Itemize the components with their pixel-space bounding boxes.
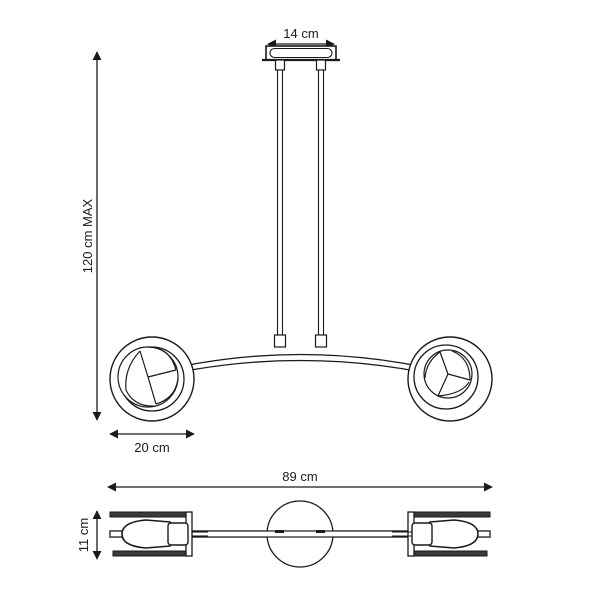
dimension-label-depth: 11 cm (76, 518, 91, 552)
suspension-rod-right (317, 69, 325, 336)
bulb-glass-left (121, 519, 175, 549)
bulb-facet-curve-left-c (155, 377, 179, 405)
bulb-socket-right (411, 522, 433, 546)
lamp-head-right (407, 336, 493, 422)
bulb-facet-curve-left-a (125, 350, 141, 391)
rod-collar-left (274, 59, 286, 71)
bulb-facet-curve-right-a (424, 351, 441, 379)
rod-joint-left (273, 334, 287, 348)
shade-plate-bottom-left (112, 550, 193, 557)
canopy-rod-mark-left (275, 530, 284, 533)
bulb-facet-line-left-b (147, 369, 177, 378)
shade-plate-bottom-right (407, 550, 488, 557)
bulb-facet-line-right-a (439, 351, 449, 375)
front-elevation-view: 14 cm (80, 26, 493, 455)
bulb-facet-line-right-c (437, 373, 449, 397)
dimension-max-height: 120 cm MAX (80, 51, 102, 421)
ceiling-canopy (262, 45, 340, 62)
bulb-facet-line-left-a (139, 350, 149, 378)
shade-plate-top-left (109, 511, 193, 518)
canopy-plate-inner (269, 47, 333, 59)
bulb-facet-curve-right-b (451, 350, 471, 381)
suspension-rods (273, 69, 328, 348)
bottom-plan-view: 89 cm 11 cm (76, 469, 493, 568)
bulb-facet-curve-left-d (125, 389, 156, 407)
shade-plate-top-right (407, 511, 491, 518)
bulb-glass-right (425, 519, 479, 549)
dimension-label-overall-width: 89 cm (282, 469, 317, 484)
connecting-bar-overlay (109, 530, 491, 538)
bulb-facet-line-left-c (147, 376, 157, 405)
suspension-rod-left (276, 69, 284, 336)
dimension-label-canopy-width: 14 cm (283, 26, 318, 41)
lamp-head-left (109, 336, 195, 422)
dimension-canopy-width: 14 cm (267, 26, 335, 49)
plan-lamp-right (392, 511, 491, 557)
bulb-socket-left (167, 522, 189, 546)
plan-lamp-left (109, 511, 208, 557)
dimension-shade-diameter: 20 cm (109, 429, 195, 455)
rod-joint-right (314, 334, 328, 348)
bulb-facet-curve-left-b (147, 346, 177, 371)
canopy-rod-mark-right (316, 530, 325, 533)
bulb-facet-line-right-b (447, 373, 471, 381)
dimension-label-shade-diameter: 20 cm (134, 440, 169, 455)
dimension-overall-width: 89 cm (107, 469, 493, 492)
plan-center-canopy (109, 500, 491, 568)
dimension-depth: 11 cm (76, 510, 102, 560)
dimension-label-max-height: 120 cm MAX (80, 198, 95, 273)
rod-collar-right (315, 59, 327, 71)
bulb-facet-curve-right-c (437, 381, 470, 397)
